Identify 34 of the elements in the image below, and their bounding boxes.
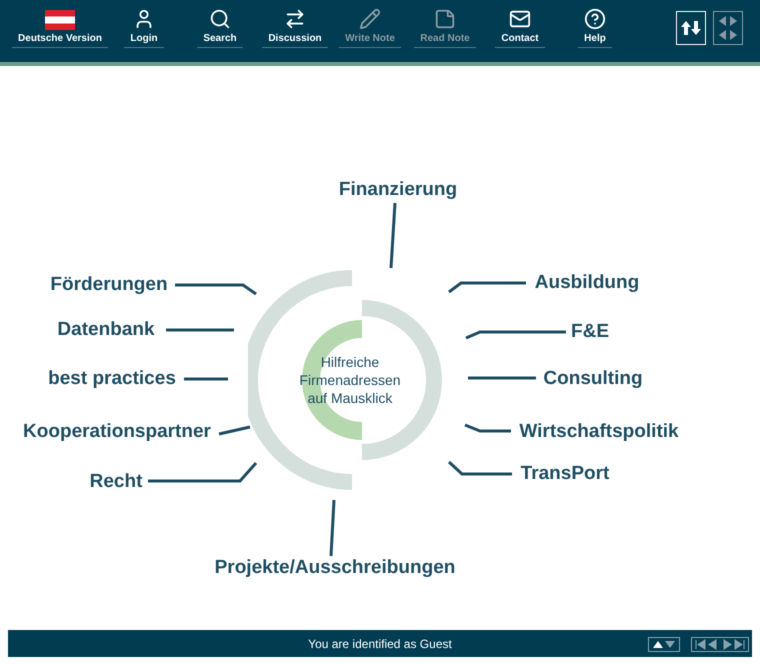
leader-line [448, 282, 526, 294]
leader-line [148, 462, 258, 482]
toolbar-link: Write Note [339, 33, 401, 48]
leader-line [175, 284, 257, 296]
status-text: You are identified as Guest [308, 637, 452, 651]
topic-label: Förderungen [50, 274, 168, 296]
leader-line [166, 328, 234, 332]
topic-label: best practices [48, 368, 176, 390]
toolbar-link: Read Note [414, 33, 476, 48]
topic-label: Datenbank [57, 319, 155, 341]
topic-label: Wirtschaftspolitik [519, 421, 679, 443]
toolbar-link: Search [197, 33, 243, 48]
topic-label: Projekte/Ausschreibungen [214, 557, 456, 579]
leader-line [390, 202, 396, 268]
leader-line [468, 376, 536, 380]
topic-label: Recht [90, 471, 142, 493]
topic-label: Ausbildung [534, 272, 640, 294]
leader-line [218, 426, 250, 436]
toolbar-link: Login [124, 33, 164, 48]
topic-label: Finanzierung [338, 179, 458, 201]
leader-line [448, 460, 512, 476]
toolbar-link: Discussion [262, 33, 328, 48]
hub-text: Hilfreiche Firmenadressen auf Mausklick [298, 353, 402, 407]
toolbar-link: Help [578, 33, 612, 48]
leader-line [465, 330, 566, 340]
leader-line [464, 424, 511, 432]
toolbar-link: Contact [495, 33, 545, 48]
leader-line [330, 500, 336, 556]
toolbar-link: Deutsche Version [12, 33, 108, 48]
leader-line [184, 378, 228, 380]
topic-label: TransPort [520, 463, 610, 485]
topic-label: Consulting [543, 368, 643, 390]
topic-label: Kooperationspartner [23, 421, 211, 443]
topic-label: F&E [571, 321, 609, 343]
